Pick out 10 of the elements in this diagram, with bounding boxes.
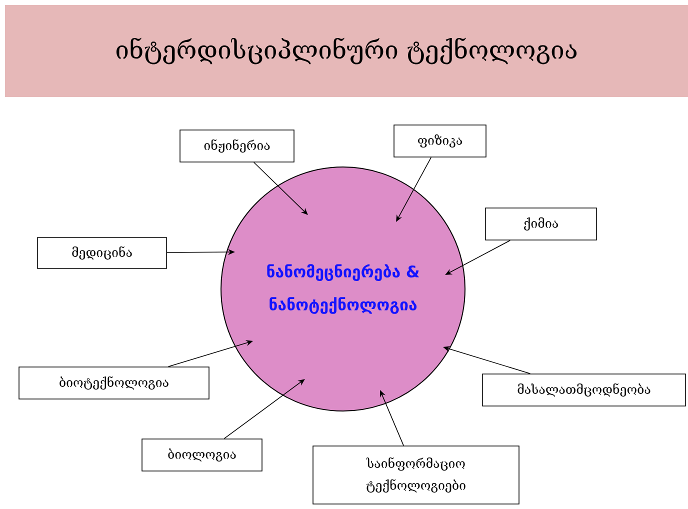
field-box: ბიოლოგია — [142, 438, 262, 472]
arrow — [253, 162, 308, 215]
field-box: მასალათმცოდნეობა — [482, 374, 686, 406]
field-box: ინჟინერია — [180, 130, 294, 162]
field-box: ბიოტექნოლოგია — [18, 366, 210, 400]
field-box: ფიზიკა — [394, 124, 486, 158]
field-box: მედიცინა — [37, 237, 167, 269]
title-banner: ინტერდისციპლინური ტექნოლოგია — [5, 5, 688, 97]
field-box: ქიმია — [485, 208, 597, 240]
field-box: საინფორმაციო ტექნოლოგიები — [312, 446, 520, 504]
